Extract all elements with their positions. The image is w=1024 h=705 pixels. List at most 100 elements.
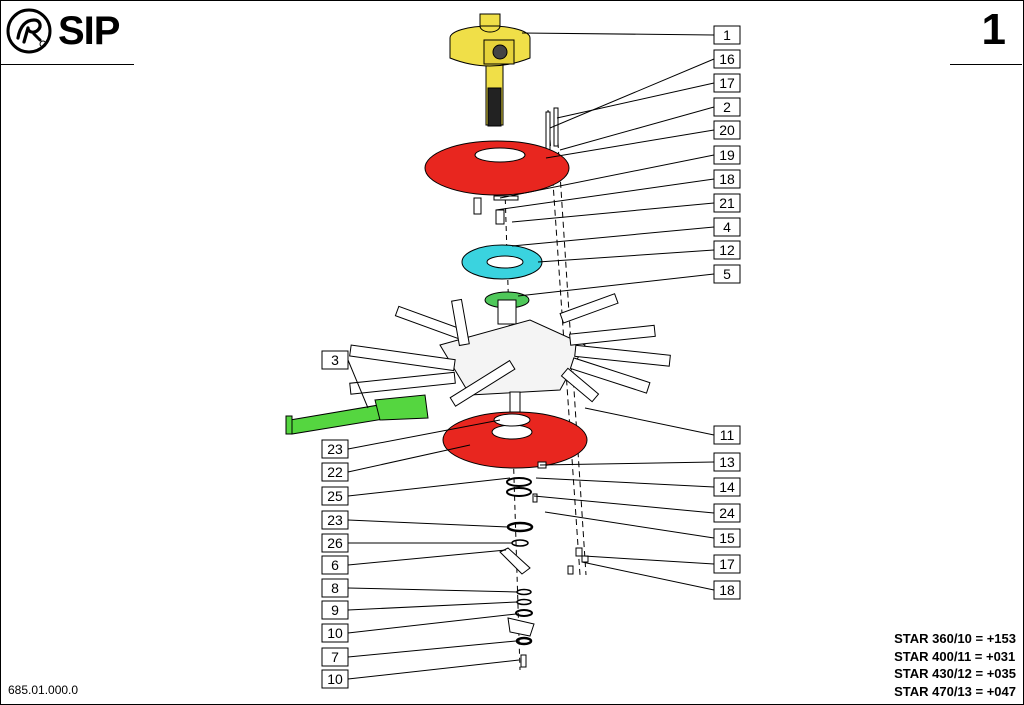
callout-number: 20	[719, 122, 735, 138]
header-rule-left	[0, 64, 134, 65]
callout-number: 7	[331, 649, 339, 665]
drawing-number: 685.01.000.0	[8, 683, 79, 697]
callout-number: 3	[331, 352, 339, 368]
gearbox-housing	[449, 13, 531, 127]
leader-line	[347, 659, 520, 680]
callout-right-17: 17	[713, 73, 741, 93]
callout-right-21: 21	[713, 193, 741, 213]
callout-box-frame	[713, 477, 741, 497]
leader-line	[539, 461, 715, 466]
callout-left-10: 10	[321, 623, 349, 643]
callout-number: 2	[723, 99, 731, 115]
callout-box-frame	[713, 49, 741, 69]
leader-line	[499, 154, 715, 199]
sip-emblem-icon	[6, 8, 52, 54]
callout-box-frame	[713, 425, 741, 445]
leader-line	[347, 359, 369, 409]
callout-number: 6	[331, 557, 339, 573]
callout-box-frame	[713, 145, 741, 165]
callout-number: 25	[327, 488, 343, 504]
callout-box-frame	[713, 554, 741, 574]
parts-artwork	[285, 13, 671, 671]
leader-line	[511, 226, 715, 247]
callout-box-frame	[713, 580, 741, 600]
callout-box-frame	[321, 510, 349, 530]
callout-number: 26	[327, 535, 343, 551]
callout-left-6: 6	[321, 555, 349, 575]
callout-number: 14	[719, 479, 735, 495]
callout-box-frame	[713, 120, 741, 140]
callout-number: 1	[723, 27, 731, 43]
leader-line	[521, 32, 715, 36]
leader-line	[495, 178, 715, 211]
callout-right-18: 18	[713, 580, 741, 600]
callout-box-frame	[713, 264, 741, 284]
callout-box-frame	[321, 600, 349, 620]
callout-number: 18	[719, 171, 735, 187]
callout-number: 23	[327, 441, 343, 457]
callout-number: 23	[327, 512, 343, 528]
leader-line	[347, 444, 471, 473]
callout-right-24: 24	[713, 503, 741, 523]
callout-number: 5	[723, 266, 731, 282]
leader-line	[517, 273, 715, 297]
leader-line	[533, 495, 715, 514]
callout-leader-lines	[347, 32, 715, 680]
leader-line	[347, 613, 517, 634]
callout-left-22: 22	[321, 462, 349, 482]
callout-left-26: 26	[321, 533, 349, 553]
callout-number: 16	[719, 51, 735, 67]
callout-box-frame	[321, 462, 349, 482]
callout-number: 17	[719, 556, 735, 572]
callout-right-20: 20	[713, 120, 741, 140]
callout-right-4: 4	[713, 217, 741, 237]
callout-left-8: 8	[321, 578, 349, 598]
callout-box-frame	[321, 578, 349, 598]
brand-name: SIP	[58, 9, 120, 53]
leader-line	[581, 561, 715, 591]
variant-line: STAR 360/10 = +153	[894, 631, 1016, 646]
callout-box-frame	[321, 555, 349, 575]
callout-box-frame	[321, 647, 349, 667]
callout-box-frame	[321, 350, 349, 370]
callout-right-1: 1	[713, 25, 741, 45]
callout-right-18: 18	[713, 169, 741, 189]
leader-line	[347, 549, 507, 566]
leader-line	[584, 407, 715, 436]
callout-number: 12	[719, 242, 735, 258]
callout-right-17: 17	[713, 554, 741, 574]
callout-right-2: 2	[713, 97, 741, 117]
callout-right-11: 11	[713, 425, 741, 445]
bearing-flange	[484, 291, 530, 325]
brand-logo: SIP	[6, 8, 120, 54]
callout-number: 19	[719, 147, 735, 163]
callout-box-frame	[713, 452, 741, 472]
leader-line	[347, 587, 518, 593]
callout-left-10: 10	[321, 669, 349, 689]
callout-box-frame	[713, 25, 741, 45]
callout-right-14: 14	[713, 477, 741, 497]
leader-line	[511, 202, 715, 223]
leader-line	[347, 601, 518, 611]
leader-line	[347, 640, 517, 658]
callout-box-frame	[321, 669, 349, 689]
callout-box-frame	[713, 193, 741, 213]
leader-line	[549, 58, 715, 129]
callout-box-frame	[713, 528, 741, 548]
callout-left-9: 9	[321, 600, 349, 620]
callout-right-15: 15	[713, 528, 741, 548]
callout-boxes: 1 16 17 2 20 19 18 21 4 12 5 11 13 14 24 15 17 18 3 23 22 25 2…	[321, 25, 741, 689]
callout-left-7: 7	[321, 647, 349, 667]
leader-line	[545, 129, 715, 159]
cam-track-ring	[461, 244, 543, 280]
callout-box-frame	[713, 97, 741, 117]
callout-left-23: 23	[321, 439, 349, 459]
callout-number: 21	[719, 195, 735, 211]
header-rule-right	[950, 64, 1022, 65]
callout-right-13: 13	[713, 452, 741, 472]
leader-line	[347, 477, 511, 497]
callout-left-23: 23	[321, 510, 349, 530]
callout-box-frame	[713, 503, 741, 523]
callout-number: 10	[327, 671, 343, 687]
